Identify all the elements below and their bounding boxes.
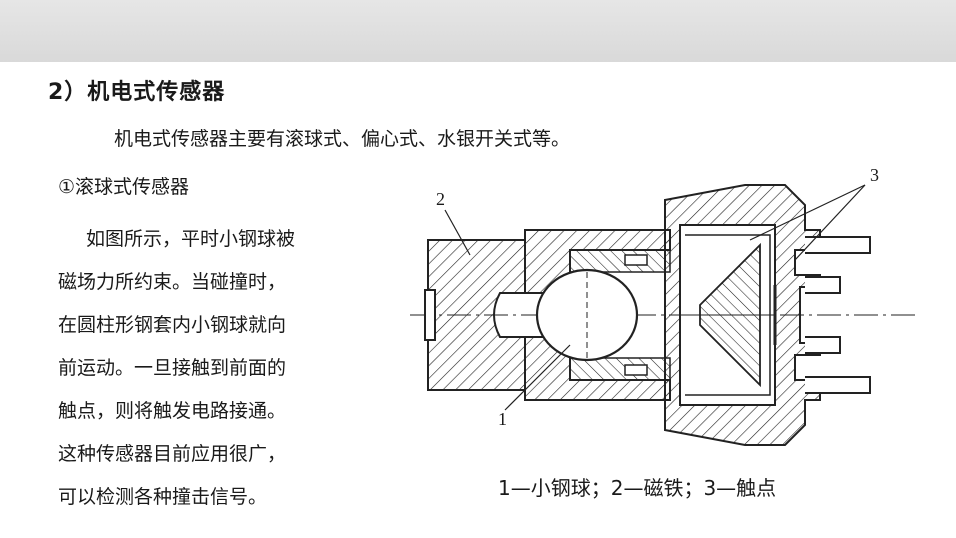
intro-paragraph: 机电式传感器主要有滚球式、偏心式、水银开关式等。 [114, 128, 571, 150]
leader-line-ball [504, 344, 571, 411]
subsection-heading: ①滚球式传感器 [58, 176, 190, 198]
label-ball: 1 [498, 409, 507, 429]
text-line: 如图所示，平时小钢球被 [86, 228, 296, 250]
contact-pins [805, 236, 871, 394]
contact-body [664, 184, 821, 446]
leader-line-magnet [444, 209, 471, 256]
label-contacts: 3 [870, 165, 879, 185]
section-heading: 2）机电式传感器 [48, 80, 226, 105]
magnet-block [424, 239, 526, 391]
text-line: 前运动。一旦接触到前面的 [58, 357, 287, 379]
text-line: 磁场力所约束。当碰撞时， [58, 271, 287, 293]
ball-sensor-diagram: 2 1 3 [410, 165, 915, 446]
diagram-caption: 1—小钢球；2—磁铁；3—触点 [498, 476, 777, 500]
steel-ball [535, 268, 639, 362]
description-paragraph: 如图所示，平时小钢球被 磁场力所约束。当碰撞时， 在圆柱形钢套内小钢球就向 前运… [58, 218, 358, 519]
leader-line-contact-b [794, 184, 866, 261]
text-line: 这种传感器目前应用很广， [58, 443, 287, 465]
title-bar-band [0, 0, 956, 62]
label-magnet: 2 [436, 189, 445, 209]
text-line: 触点，则将触发电路接通。 [58, 400, 287, 422]
leader-line-contact-a [749, 184, 866, 241]
text-line: 在圆柱形钢套内小钢球就向 [58, 314, 287, 336]
text-line: 可以检测各种撞击信号。 [58, 486, 268, 508]
